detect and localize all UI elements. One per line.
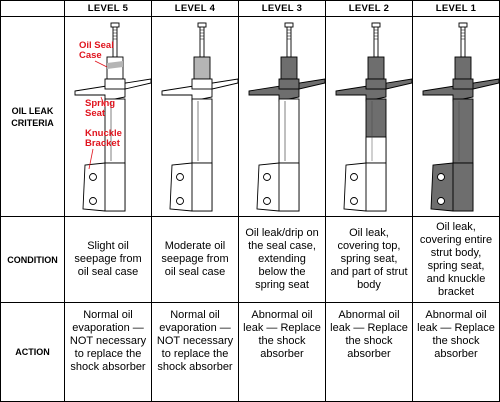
oil-seal-case — [193, 56, 211, 80]
header-level-4: LEVEL 4 — [151, 0, 238, 16]
bracket-bolt-hole — [176, 173, 184, 181]
rod-nut — [458, 22, 468, 28]
strut-diagram — [161, 22, 238, 212]
strut-diagram — [248, 22, 325, 212]
bracket-bolt-hole — [350, 197, 358, 205]
rod-nut — [110, 22, 120, 28]
oil-seal-case — [454, 56, 472, 80]
strut-body — [278, 98, 300, 164]
bracket-bolt-hole — [350, 173, 358, 181]
callout-knuckle-bracket: Knuckle Bracket — [85, 128, 122, 149]
row-label-condition: CONDITION — [0, 216, 64, 302]
row-label-criteria: OIL LEAK CRITERIA — [0, 16, 64, 216]
bracket-bolt-hole — [263, 197, 271, 205]
strut-body — [452, 98, 474, 164]
action-level-3: Abnormal oil leak — Replace the shock ab… — [238, 302, 325, 401]
bracket-bolt-hole — [176, 197, 184, 205]
strut-diagram — [422, 22, 499, 212]
action-level-2: Abnormal oil leak — Replace the shock ab… — [325, 302, 412, 401]
row-label-action: ACTION — [0, 302, 64, 401]
header-level-3: LEVEL 3 — [238, 0, 325, 16]
strut-diagram — [335, 22, 412, 212]
strut-body-lower — [365, 162, 387, 212]
strut-body-lower — [278, 162, 300, 212]
strut-cell-level-4 — [151, 16, 238, 216]
rod-nut — [284, 22, 294, 28]
action-level-1: Abnormal oil leak — Replace the shock ab… — [412, 302, 499, 401]
strut-body-lower — [104, 162, 126, 212]
header-level-5: LEVEL 5 — [64, 0, 151, 16]
spring-seat — [248, 78, 325, 102]
strut-body-upper — [104, 78, 126, 90]
callout-leader — [94, 60, 108, 68]
bracket-bolt-hole — [263, 173, 271, 181]
strut-body-clean — [365, 136, 387, 164]
piston-rod — [460, 22, 466, 58]
piston-rod — [373, 22, 379, 58]
piston-rod — [286, 22, 292, 58]
strut-body-lower — [452, 162, 474, 212]
spring-seat — [74, 78, 151, 102]
strut-body-upper — [452, 78, 474, 90]
spring-seat — [161, 78, 238, 102]
strut-cell-level-1 — [412, 16, 499, 216]
strut-body-lower — [191, 162, 213, 212]
strut-body-upper — [365, 78, 387, 90]
strut-cell-level-3 — [238, 16, 325, 216]
strut-cell-level-2 — [325, 16, 412, 216]
bracket-bolt-hole — [89, 197, 97, 205]
condition-level-4: Moderate oil seepage from oil seal case — [151, 216, 238, 302]
header-level-1: LEVEL 1 — [412, 0, 499, 16]
piston-rod — [199, 22, 205, 58]
oil-seal-case — [280, 56, 298, 80]
bracket-bolt-hole — [437, 197, 445, 205]
action-level-4: Normal oil evaporation — NOT necessary t… — [151, 302, 238, 401]
strut-body — [191, 98, 213, 164]
condition-level-3: Oil leak/drip on the seal case, extendin… — [238, 216, 325, 302]
condition-level-1: Oil leak, covering entire strut body, sp… — [412, 216, 499, 302]
header-level-2: LEVEL 2 — [325, 0, 412, 16]
spring-seat — [335, 78, 412, 102]
oil-seal-case — [367, 56, 385, 80]
callout-leader — [88, 148, 94, 170]
bracket-bolt-hole — [437, 173, 445, 181]
condition-level-5: Slight oil seepage from oil seal case — [64, 216, 151, 302]
table-corner — [0, 0, 64, 16]
callout-spring-seat: Spring Seat — [85, 98, 116, 119]
oil-seepage-mark — [107, 61, 123, 69]
rod-nut — [197, 22, 207, 28]
condition-level-2: Oil leak, covering top, spring seat, and… — [325, 216, 412, 302]
bracket-bolt-hole — [89, 173, 97, 181]
strut-body-upper — [191, 78, 213, 90]
strut-diagram — [74, 22, 151, 212]
callout-oil-seal-case: Oil Seal Case — [79, 40, 114, 61]
rod-nut — [371, 22, 381, 28]
action-level-5: Normal oil evaporation — NOT necessary t… — [64, 302, 151, 401]
strut-body-upper — [278, 78, 300, 90]
spring-seat — [422, 78, 499, 102]
callout-leader — [100, 96, 106, 108]
